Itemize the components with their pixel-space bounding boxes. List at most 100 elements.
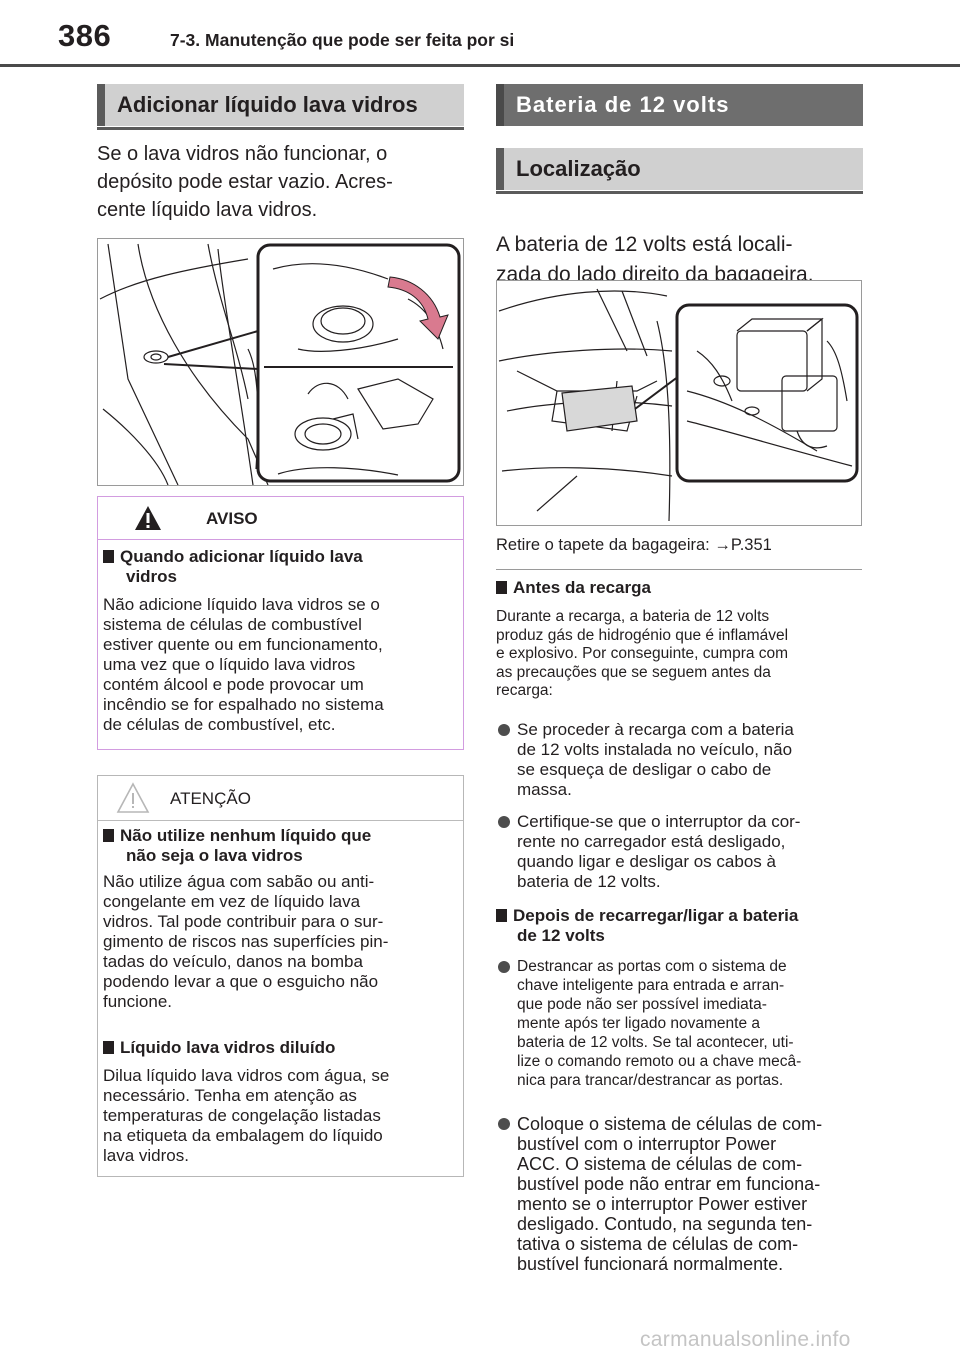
figure-caption: Retire o tapete da bagageira: →P.351 [496,536,772,554]
subsection-title-text: Localização [516,156,641,181]
warning-text-line: Não adicione líquido lava vidros se o [103,595,380,614]
caution-text-line: tadas do veículo, danos na bomba [103,952,363,971]
caution-text-line: congelante em vez de líquido lava [103,892,361,911]
after-charge-bullet-2: Coloque o sistema de células de com- bus… [496,1114,866,1274]
before-charge-heading-text: Antes da recarga [513,578,651,597]
warning-subtitle-line: vidros [126,567,178,586]
text-line: e explosivo. Por conseguinte, cumpra com [496,645,789,662]
warning-title: AVISO [206,509,258,528]
warning-text-line: contém álcool e pode provocar um [103,675,364,694]
subsection-title-location: Localização [496,148,863,194]
bullet-line: bustível pode não entrar em funciona- [517,1174,821,1194]
intro-line: cente líquido lava vidros. [97,199,318,221]
after-charge-heading-line: Depois de recarregar/ligar a bateria [513,906,799,925]
bullet-line: quando ligar e desligar os cabos à [517,852,776,871]
caution-box: ATENÇÃO Não utilize nenhum líquido que n… [97,775,464,1177]
round-bullet-icon [498,1118,510,1130]
chapter-title: 7-3. Manutenção que pode ser feita por s… [170,30,515,50]
trunk-battery-illustration [498,288,859,522]
caution-text-line: gimento de riscos nas superfícies pin- [103,932,389,951]
square-bullet-icon [103,1041,114,1054]
caution-title: ATENÇÃO [170,789,251,808]
after-charge-heading-line: de 12 volts [517,926,605,945]
text-line: Durante a recarga, a bateria de 12 volts [496,608,770,625]
warning-text-line: incêndio se for espalhado no sistema [103,695,384,714]
caution-text-line: necessário. Tenha em atenção as [103,1086,357,1105]
warning-text-line: sistema de células de combustível [103,615,362,634]
section-title-washer-fluid: Adicionar líquido lava vidros [97,84,464,130]
subsection-underline [496,191,863,194]
caution-text-line: temperaturas de congelação listadas [103,1106,381,1125]
square-bullet-icon [496,909,507,922]
bullet-line: mento se o interruptor Power estiver [517,1194,808,1214]
square-bullet-icon [496,581,507,594]
bullet-line: bateria de 12 volts. [517,872,661,891]
before-charge-bullet-1: Se proceder à recarga com a bateria de 1… [496,720,866,800]
caution-item-1-subtitle: Não utilize nenhum líquido que não seja … [103,826,458,866]
bullet-line: bateria de 12 volts. Se tal acontecer, u… [517,1034,794,1051]
caution-text-line: Dilua líquido lava vidros com água, se [103,1066,390,1085]
before-charge-bullet-2: Certifique-se que o interruptor da cor- … [496,812,866,892]
warning-subtitle: Quando adicionar líquido lava vidros [103,547,458,587]
bullet-line: que pode não ser possível imediata- [517,996,767,1013]
warning-box: AVISO Quando adicionar líquido lava vidr… [97,496,464,750]
bullet-line: Coloque o sistema de células de com- [517,1114,823,1134]
caution-item-2-subtitle: Líquido lava vidros diluído [103,1038,458,1058]
washer-fluid-illustration [99,243,461,485]
washer-intro: Se o lava vidros não funcionar, o depósi… [97,140,467,224]
text-line: recarga: [496,682,553,699]
before-charge-heading: Antes da recarga [496,578,651,598]
warning-title-bar: AVISO [98,497,463,540]
section-title-text: Adicionar líquido lava vidros [117,92,418,117]
bullet-line: massa. [517,780,572,799]
section-underline [97,127,464,130]
bullet-line: chave inteligente para entrada e arran- [517,977,785,994]
caution-subtitle-line: não seja o lava vidros [126,846,303,865]
caution-subtitle-line: Não utilize nenhum líquido que [120,826,372,845]
caution-subtitle-line: Líquido lava vidros diluído [120,1038,336,1057]
round-bullet-icon [498,816,510,828]
caution-title-bar: ATENÇÃO [98,776,463,821]
intro-line: A bateria de 12 volts está locali- [496,233,793,256]
warning-text-line: de células de combustível, etc. [103,715,336,734]
bullet-line: rente no carregador está desligado, [517,832,786,851]
section-title-battery: Bateria de 12 volts [496,84,863,126]
page-number: 386 [58,18,112,53]
warning-text-line: uma vez que o líquido lava vidros [103,655,356,674]
after-charge-bullet-1: Destrancar as portas com o sistema de ch… [496,957,866,1090]
caution-text-line: Não utilize água com sabão ou anti- [103,872,375,891]
watermark: carmanualsonline.info [640,1328,851,1351]
caption-divider [496,569,862,570]
section-title-text: Bateria de 12 volts [516,92,730,117]
bullet-line: ACC. O sistema de células de com- [517,1154,803,1174]
warning-subtitle-line: Quando adicionar líquido lava [120,547,363,566]
bullet-line: Destrancar as portas com o sistema de [517,958,787,975]
bullet-line: Se proceder à recarga com a bateria [517,720,794,739]
warning-text: Não adicione líquido lava vidros se o si… [103,595,463,735]
bullet-line: mente após ter ligado novamente a [517,1015,760,1032]
warning-text-line: estiver quente ou em funcionamento, [103,635,383,654]
round-bullet-icon [498,724,510,736]
caution-item-2-text: Dilua líquido lava vidros com água, se n… [103,1066,463,1166]
bullet-line: desligado. Contudo, na segunda ten- [517,1214,813,1234]
intro-line: depósito pode estar vazio. Acres- [97,171,393,193]
round-bullet-icon [498,961,510,973]
warning-triangle-icon [135,506,161,530]
intro-line: Se o lava vidros não funcionar, o [97,143,388,165]
caution-text-line: podendo levar a que o esguicho não [103,972,379,991]
battery-location-figure [496,280,862,526]
caution-triangle-icon [116,782,150,813]
bullet-line: Certifique-se que o interruptor da cor- [517,812,801,831]
bullet-line: lize o comando remoto ou a chave mecâ- [517,1053,802,1070]
caution-text-line: vidros. Tal pode contribuir para o sur- [103,912,384,931]
bullet-line: bustível funcionará normalmente. [517,1254,784,1274]
header-divider [0,64,960,67]
caution-text-line: funcione. [103,992,172,1011]
bullet-line: se esqueça de desligar o cabo de [517,760,772,779]
square-bullet-icon [103,550,114,563]
after-charge-heading: Depois de recarregar/ligar a bateria de … [496,906,866,946]
bullet-line: de 12 volts instalada no veículo, não [517,740,793,759]
caution-text-line: lava vidros. [103,1146,189,1165]
text-line: produz gás de hidrogénio que é inflamáve… [496,626,789,644]
bullet-line: nica para trancar/destrancar as portas. [517,1072,784,1089]
